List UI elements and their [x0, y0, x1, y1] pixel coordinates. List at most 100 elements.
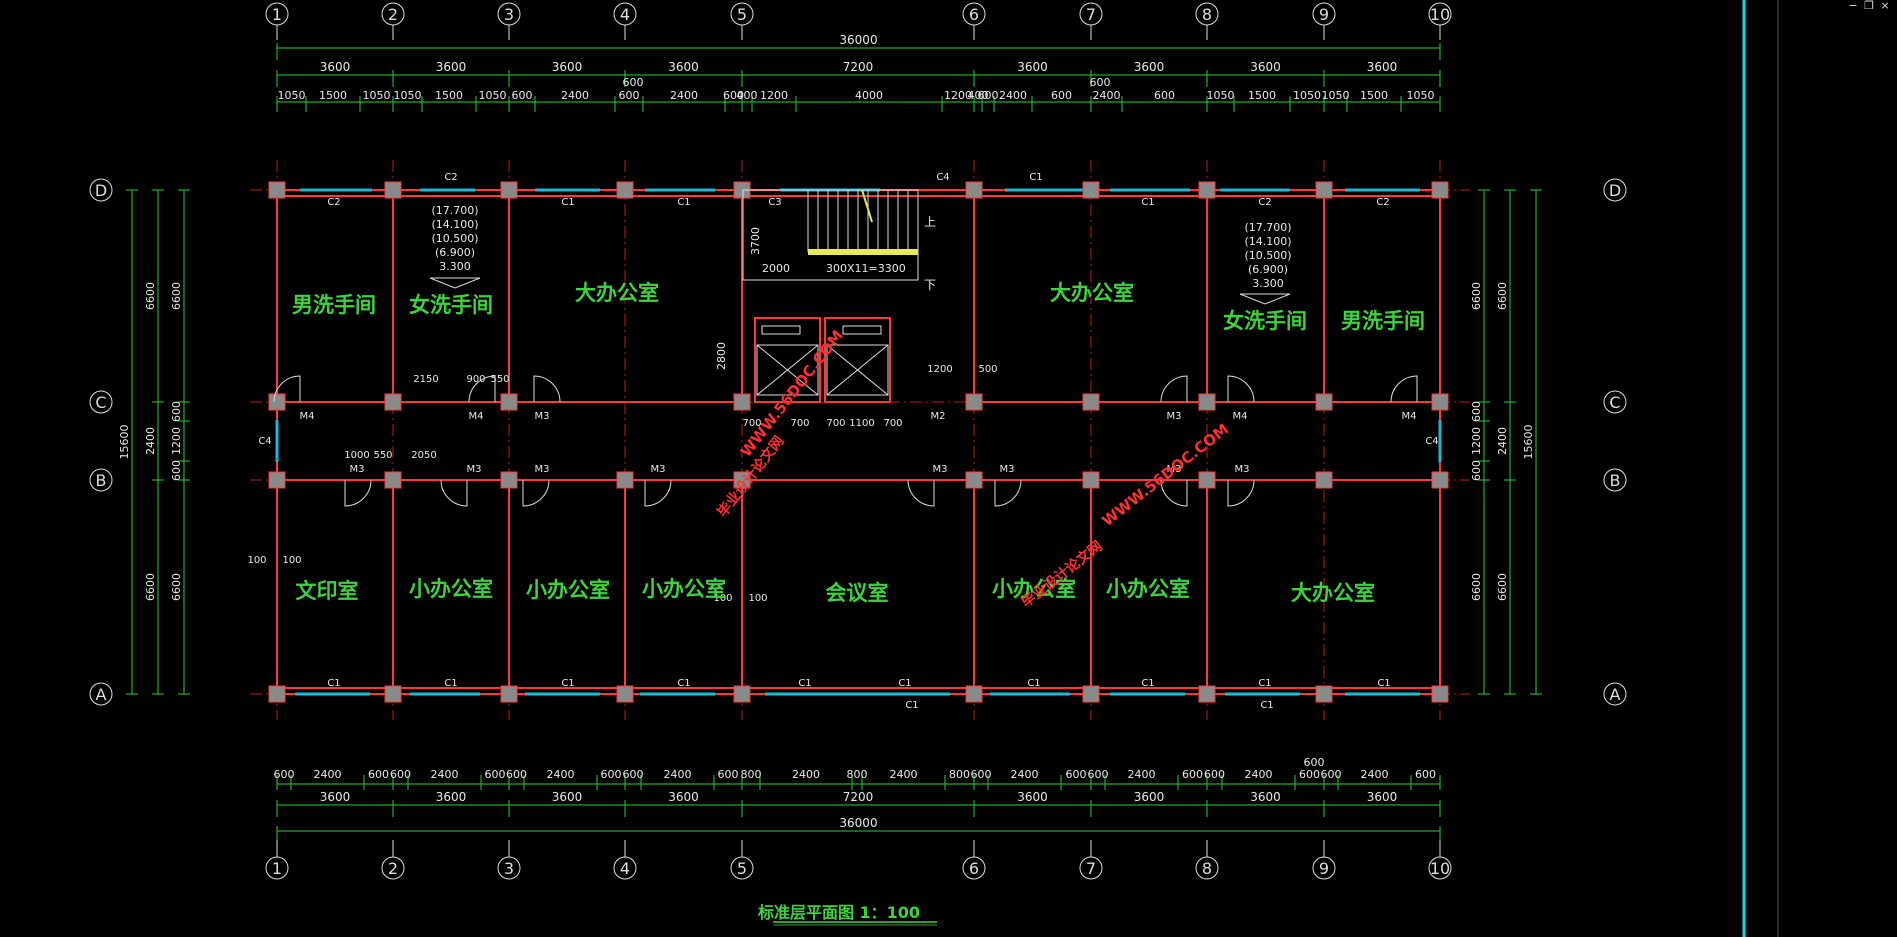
- bottom-detail-dim-label: 2400: [890, 768, 918, 781]
- column: [500, 181, 518, 199]
- axis-bubble: [1603, 390, 1627, 414]
- bottom-detail-dim-label: 600: [274, 768, 295, 781]
- top-detail-dim-label: 600: [619, 89, 640, 102]
- top-overall-dim-label: 36000: [839, 33, 877, 47]
- top-detail-dim-label: 1050: [363, 89, 391, 102]
- door-label: M3: [1167, 464, 1182, 475]
- corridor-dim-label: 2150: [413, 374, 438, 385]
- column: [965, 471, 983, 489]
- stair-width-dim: 2000: [762, 262, 790, 275]
- corridor-dim-label: 700: [826, 418, 845, 429]
- column: [965, 181, 983, 199]
- column: [268, 393, 286, 411]
- room-label: 大办公室: [1050, 281, 1134, 305]
- top-detail-dim-label: 1050: [479, 89, 507, 102]
- bottom-detail-dim-label: 2400: [314, 768, 342, 781]
- bottom-detail-dim-label: 600: [1321, 768, 1342, 781]
- left-inner-dim-label: 6600: [170, 282, 183, 310]
- door-label: M3: [467, 464, 482, 475]
- door-label: M3: [1000, 464, 1015, 475]
- bottom-detail-dim-label: 600: [506, 768, 527, 781]
- column: [733, 471, 751, 489]
- axis-bubble-label: 1: [272, 5, 282, 24]
- level-label: (10.500): [431, 232, 478, 245]
- right-mid-dim-label: 6600: [1496, 573, 1509, 601]
- door-label: M3: [933, 464, 948, 475]
- column: [733, 393, 751, 411]
- top-detail-dim-label: 2400: [561, 89, 589, 102]
- elevator-1: [754, 317, 821, 403]
- axis-bubble-label: B: [96, 471, 107, 490]
- door-label: M3: [1167, 411, 1182, 422]
- window-label: C1: [1258, 678, 1271, 689]
- door-swing: [468, 375, 496, 403]
- stair-core: [742, 189, 919, 403]
- bottom-detail-dim-label: 600: [971, 768, 992, 781]
- column: [616, 181, 634, 199]
- axis-bubble-label: A: [96, 685, 107, 704]
- window-label: C1: [1260, 700, 1273, 711]
- door-swings: [273, 375, 1418, 507]
- top-bay-dim-label: 3600: [552, 60, 583, 74]
- room-label: 小办公室: [992, 577, 1076, 601]
- column: [1198, 471, 1216, 489]
- columns: [268, 181, 1449, 703]
- axis-bubble-label: 1: [272, 859, 282, 878]
- minimize-button[interactable]: −: [1848, 0, 1858, 12]
- bottom-detail-dim-label: 600: [368, 768, 389, 781]
- door-swing: [1227, 375, 1255, 403]
- top-detail-dim-label: 600: [723, 89, 744, 102]
- elevator-depth-dim: 2800: [715, 342, 728, 370]
- column: [1431, 471, 1449, 489]
- axis-bubble: [89, 468, 113, 492]
- axis-bubble-label: D: [95, 181, 107, 200]
- top-bay-dim-label: 7200: [843, 60, 874, 74]
- left-inner-dim-label: 600: [170, 401, 183, 422]
- corridor-dim-label: 1100: [849, 418, 874, 429]
- top-detail-dim-label: 1500: [1360, 89, 1388, 102]
- window-label: C1: [798, 678, 811, 689]
- close-button[interactable]: ×: [1880, 0, 1890, 12]
- top-detail-dim-label: 1200: [760, 89, 788, 102]
- door-swing: [1160, 375, 1188, 403]
- axis-bubble-label: 3: [504, 5, 514, 24]
- bottom-detail-dim-label: 2400: [1361, 768, 1389, 781]
- top-bay-dim-label: 3600: [1367, 60, 1398, 74]
- column: [733, 685, 751, 703]
- stair-arrow: [861, 189, 873, 223]
- top-detail-extra-label: 600: [1090, 76, 1111, 89]
- axis-bubble-label: 6: [969, 5, 979, 24]
- corridor-dim-label: 550: [373, 450, 392, 461]
- window-label: C1: [1027, 678, 1040, 689]
- axis-bubble-label: 6: [969, 859, 979, 878]
- right-inner-dim-label: 6600: [1470, 282, 1483, 310]
- corridor-dim-label: 550: [490, 374, 509, 385]
- window-label: C2: [1258, 197, 1271, 208]
- door-swing: [273, 375, 301, 403]
- column: [1431, 393, 1449, 411]
- corridor-dim-label: 1000: [344, 450, 369, 461]
- corridor-dim-label: 1200: [927, 364, 952, 375]
- level-marker-2: [1239, 293, 1291, 305]
- door-swing: [440, 479, 468, 507]
- bottom-detail-dim-label: 600: [390, 768, 411, 781]
- axis-bubble-label: C: [1609, 393, 1620, 412]
- restore-button[interactable]: ❐: [1864, 0, 1874, 12]
- corridor-dim-label: 2050: [411, 450, 436, 461]
- right-mid-dim-label: 6600: [1496, 282, 1509, 310]
- column: [1315, 471, 1333, 489]
- window-label: C2: [1376, 197, 1389, 208]
- top-detail-dim-label: 1500: [435, 89, 463, 102]
- axis-bubble: [89, 682, 113, 706]
- window-label: C1: [1029, 172, 1042, 183]
- level-label: (10.500): [1244, 249, 1291, 262]
- axis-bubble-label: 4: [620, 5, 630, 24]
- axis-bubble-label: 10: [1430, 5, 1450, 24]
- level-label: 3.300: [439, 260, 471, 273]
- bottom-bay-dim-label: 3600: [552, 790, 583, 804]
- top-detail-dim-label: 600: [1154, 89, 1175, 102]
- axis-bubble: [89, 178, 113, 202]
- stair-spec: 300X11=3300: [826, 262, 906, 275]
